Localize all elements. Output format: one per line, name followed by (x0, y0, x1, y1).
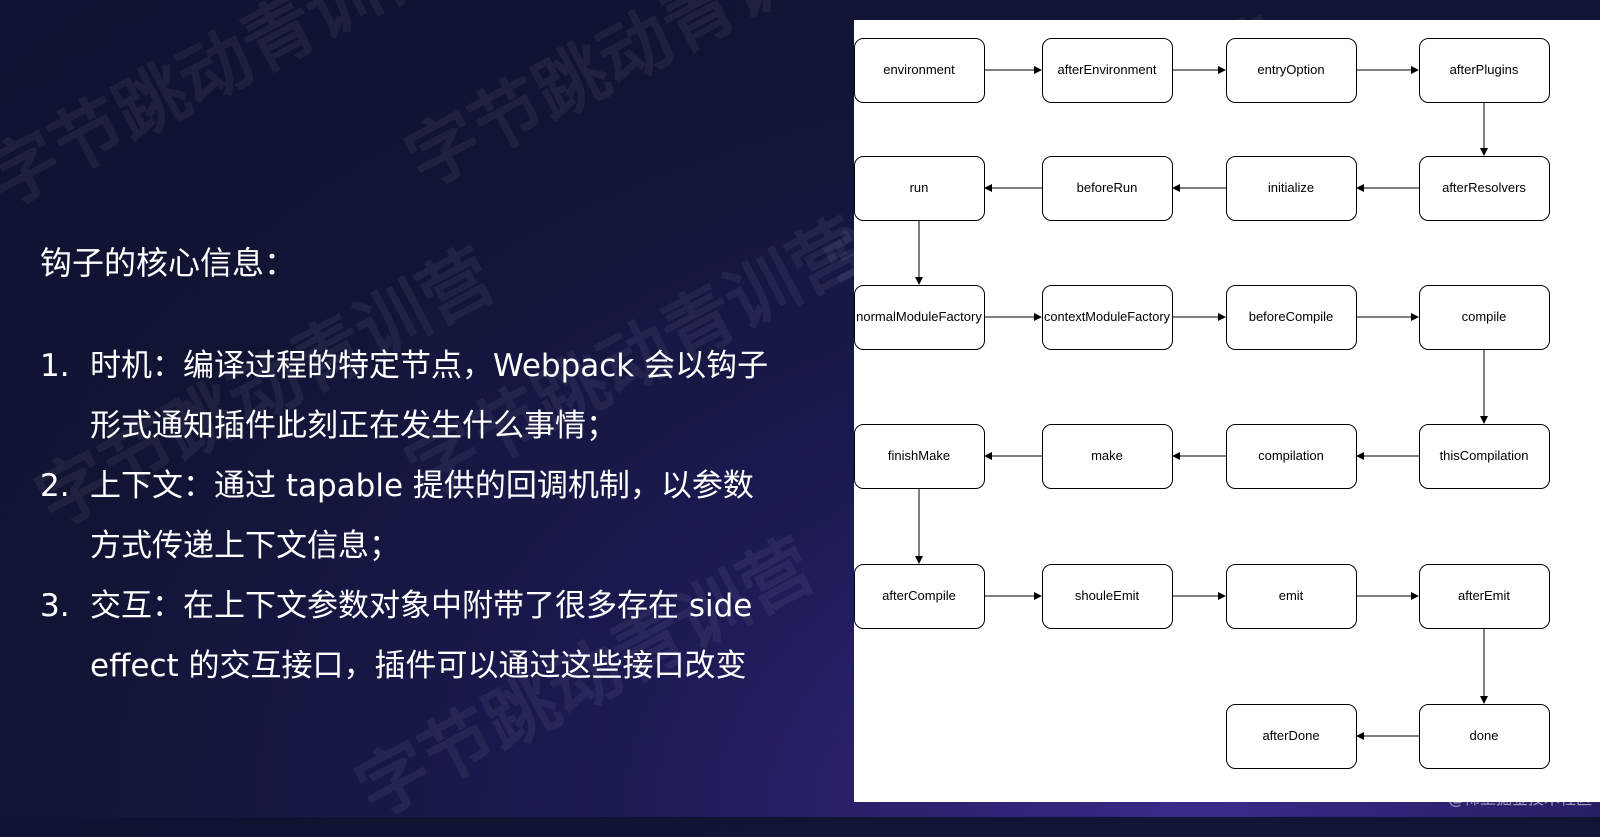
node-afterCompile: afterCompile (854, 564, 985, 629)
node-label: thisCompilation (1440, 448, 1529, 463)
node-box (1226, 38, 1357, 103)
list-item: 3. 交互：在上下文参数对象中附带了很多存在 side effect 的交互接口… (40, 576, 780, 696)
list-item: 1. 时机：编译过程的特定节点，Webpack 会以钩子形式通知插件此刻正在发生… (40, 336, 780, 456)
node-afterPlugins: afterPlugins (1419, 38, 1550, 103)
node-entryOption: entryOption (1226, 38, 1357, 103)
node-box (1042, 564, 1173, 629)
credit-text: @稀土掘金技术社区 (1447, 789, 1592, 808)
slide-text: 钩子的核心信息： 1. 时机：编译过程的特定节点，Webpack 会以钩子形式通… (40, 238, 780, 696)
node-run: run (854, 156, 985, 221)
node-box (854, 156, 985, 221)
node-label: contextModuleFactory (1044, 309, 1170, 324)
node-label: afterPlugins (1450, 62, 1519, 77)
node-contextModuleFactory: contextModuleFactory (1042, 285, 1173, 350)
node-compilation: compilation (1226, 424, 1357, 489)
diagram-panel: environment afterEnvironment entryOption af… (854, 20, 1600, 802)
node-make: make (1042, 424, 1173, 489)
node-label: initialize (1268, 180, 1314, 195)
node-label: afterCompile (882, 588, 956, 603)
node-box (1419, 564, 1550, 629)
node-label: emit (1279, 588, 1304, 603)
node-label: afterEnvironment (1058, 62, 1157, 77)
node-label: shouleEmit (1075, 588, 1140, 603)
node-box (854, 38, 985, 103)
watermark: 字节跳动青训营 (392, 0, 878, 204)
node-beforeRun: beforeRun (1042, 156, 1173, 221)
node-label: make (1091, 448, 1123, 463)
node-thisCompilation: thisCompilation (1419, 424, 1550, 489)
node-box (1419, 704, 1550, 769)
node-label: afterEmit (1458, 588, 1510, 603)
node-box (1226, 704, 1357, 769)
node-label: afterResolvers (1442, 180, 1526, 195)
node-box (1042, 424, 1173, 489)
slide-heading: 钩子的核心信息： (40, 244, 297, 282)
node-box (1226, 424, 1357, 489)
node-box (1042, 38, 1173, 103)
node-label: beforeRun (1077, 180, 1138, 195)
list-text: 交互：在上下文参数对象中附带了很多存在 side effect 的交互接口，插件… (90, 588, 753, 684)
node-shouleEmit: shouleEmit (1042, 564, 1173, 629)
node-label: run (910, 180, 929, 195)
node-box (1042, 156, 1173, 221)
node-emit: emit (1226, 564, 1357, 629)
node-afterEmit: afterEmit (1419, 564, 1550, 629)
node-initialize: initialize (1226, 156, 1357, 221)
list-text: 上下文：通过 tapable 提供的回调机制，以参数方式传递上下文信息； (90, 468, 754, 564)
node-box (1419, 424, 1550, 489)
node-box (1226, 285, 1357, 350)
node-label: compilation (1258, 448, 1324, 463)
node-label: normalModuleFactory (856, 309, 982, 324)
node-box (854, 285, 985, 350)
node-environment: environment (854, 38, 985, 103)
node-box (1419, 285, 1550, 350)
node-box (1419, 156, 1550, 221)
node-label: environment (883, 62, 955, 77)
node-box (1419, 38, 1550, 103)
node-compile: compile (1419, 285, 1550, 350)
node-label: beforeCompile (1249, 309, 1334, 324)
hook-flow-diagram: environment afterEnvironment entryOption af… (854, 38, 1550, 769)
list-number: 3. (40, 588, 70, 624)
list-number: 2. (40, 468, 70, 504)
node-finishMake: finishMake (854, 424, 985, 489)
list-number: 1. (40, 348, 70, 384)
node-label: finishMake (888, 448, 950, 463)
node-label: afterDone (1262, 728, 1319, 743)
node-label: entryOption (1257, 62, 1324, 77)
node-afterDone: afterDone (1226, 704, 1357, 769)
node-afterResolvers: afterResolvers (1419, 156, 1550, 221)
node-afterEnvironment: afterEnvironment (1042, 38, 1173, 103)
node-label: done (1470, 728, 1499, 743)
node-beforeCompile: beforeCompile (1226, 285, 1357, 350)
list-item: 2. 上下文：通过 tapable 提供的回调机制，以参数方式传递上下文信息； (40, 456, 780, 576)
node-box (854, 564, 985, 629)
node-normalModuleFactory: normalModuleFactory (854, 285, 985, 350)
node-box (854, 424, 985, 489)
node-label: compile (1462, 309, 1507, 324)
watermark: 字节跳动青训营 (0, 0, 458, 224)
node-box (1042, 285, 1173, 350)
node-box (1226, 156, 1357, 221)
node-box (1226, 564, 1357, 629)
list-text: 时机：编译过程的特定节点，Webpack 会以钩子形式通知插件此刻正在发生什么事… (90, 348, 769, 444)
node-done: done (1419, 704, 1550, 769)
